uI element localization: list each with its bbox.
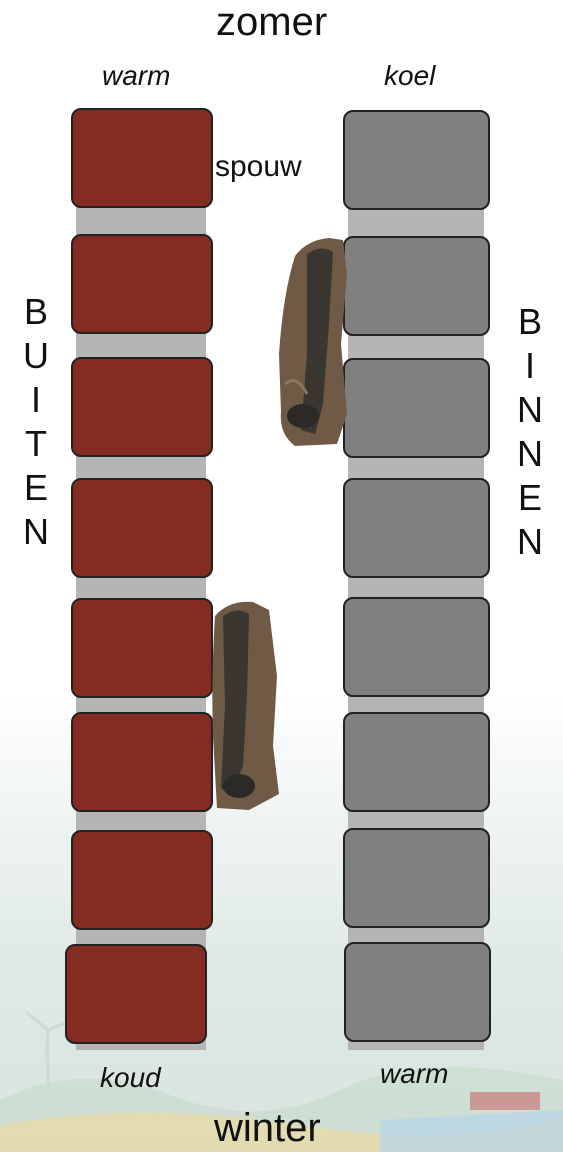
inner-brick [343, 712, 490, 812]
inner-brick [343, 478, 490, 578]
inner-brick [344, 942, 491, 1042]
summer-label: zomer [216, 0, 327, 45]
outer-bottom-temperature: koud [100, 1062, 161, 1094]
bat-summer-icon [277, 234, 349, 453]
cavity-label: spouw [215, 150, 302, 184]
outer-brick [71, 234, 213, 334]
inner-brick [343, 828, 490, 928]
inner-bottom-temperature: warm [380, 1058, 448, 1090]
outer-brick [71, 598, 213, 698]
inner-top-temperature: koel [384, 60, 435, 92]
outer-brick [71, 712, 213, 812]
inner-brick [343, 110, 490, 210]
outer-brick [71, 478, 213, 578]
outer-top-temperature: warm [102, 60, 170, 92]
outside-label: B U I T E N [16, 290, 56, 554]
outer-brick [71, 108, 213, 208]
inner-brick [343, 236, 490, 336]
bat-winter-icon [209, 596, 281, 817]
outer-brick [71, 357, 213, 457]
inner-brick [343, 597, 490, 697]
inner-brick [343, 358, 490, 458]
winter-label: winter [214, 1106, 321, 1151]
inside-label: B I N N E N [510, 300, 550, 564]
outer-brick [71, 830, 213, 930]
outer-brick [65, 944, 207, 1044]
